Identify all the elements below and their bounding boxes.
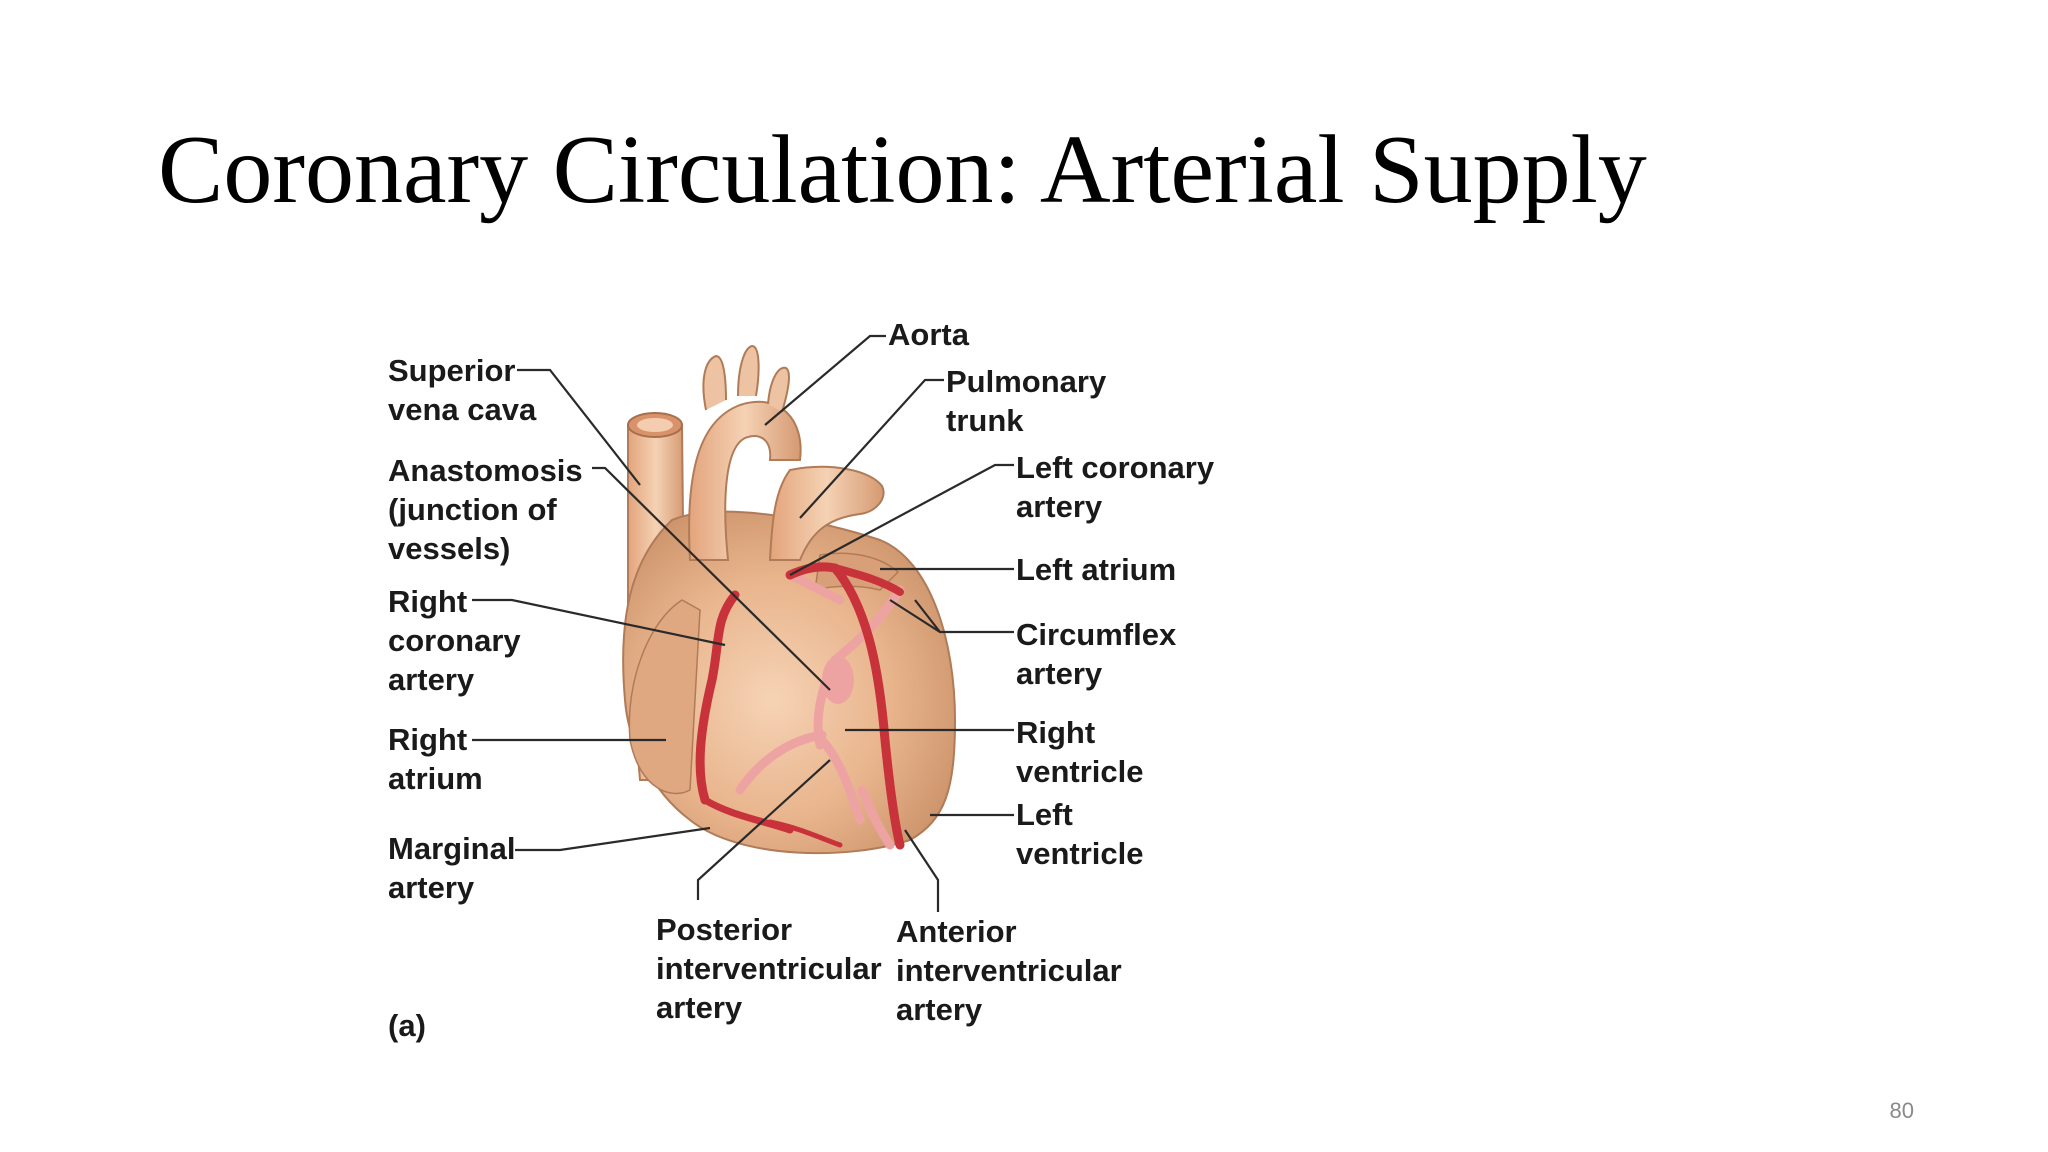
circumflex-artery: [831, 564, 904, 596]
label-posterior-interventricular-artery: Posterior interventricular artery: [656, 912, 890, 1025]
label-anastomosis: Anastomosis (junction of vessels): [388, 453, 591, 566]
marginal-artery: [701, 796, 794, 834]
slide-number: 80: [1889, 1098, 1914, 1123]
heart-illustration: [622, 344, 957, 855]
pulmonary-trunk-shape: [768, 465, 885, 561]
anterior-interventricular-artery: [830, 563, 905, 850]
panel-label: (a): [388, 1008, 426, 1043]
slide-title: Coronary Circulation: Arterial Supply: [158, 116, 1647, 224]
label-left-atrium: Left atrium: [1016, 552, 1176, 587]
posterior-interventricular-artery: [767, 819, 843, 848]
label-right-coronary-artery: Right coronary artery: [388, 584, 529, 697]
label-marginal-artery: Marginal artery: [388, 831, 524, 905]
label-left-ventricle: Left ventricle: [1016, 797, 1144, 871]
label-aorta: Aorta: [888, 317, 970, 352]
label-superior-vena-cava: Superior vena cava: [388, 353, 537, 427]
label-right-atrium: Right atrium: [388, 722, 483, 796]
label-pulmonary-trunk: Pulmonary trunk: [946, 364, 1115, 438]
aorta-shape: [688, 400, 802, 561]
leader-lines: [472, 334, 1014, 912]
heart-body: [622, 510, 957, 855]
label-anterior-interventricular-artery: Anterior interventricular artery: [896, 914, 1130, 1027]
anastomosis-junction: [822, 656, 854, 704]
label-circumflex-artery: Circumflex artery: [1016, 617, 1185, 691]
right-coronary-artery: [695, 590, 740, 805]
label-left-coronary-artery: Left coronary artery: [1016, 450, 1223, 524]
label-right-ventricle: Right ventricle: [1016, 715, 1144, 789]
diagram-labels: Aorta Superior vena cava Pulmonary trunk…: [388, 317, 1223, 1043]
aortic-branches: [702, 344, 790, 413]
